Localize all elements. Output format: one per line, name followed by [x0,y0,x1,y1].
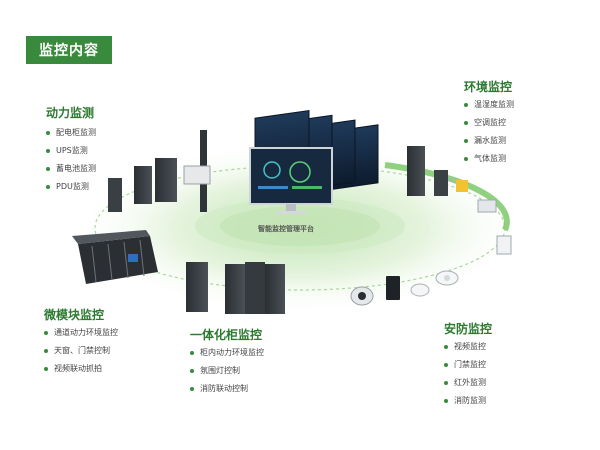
security-section-title: 安防监控 [444,322,493,336]
list-item: UPS监测 [46,142,96,160]
battery-unit [183,165,211,185]
cabinet-item-list: 柜内动力环境监控 氛围灯控制 消防联动控制 [190,344,264,398]
list-item: 通道动力环境监控 [44,324,118,342]
power-item-list: 配电柜监测 UPS监测 蓄电池监测 PDU监测 [46,124,96,196]
micro-section-title: 微模块监控 [44,308,105,322]
list-item: 天窗、门禁控制 [44,342,118,360]
list-item: 消防监测 [444,392,486,410]
monitor-screens [249,110,379,214]
list-item: 柜内动力环境监控 [190,344,264,362]
list-item: 空调监控 [464,114,514,132]
list-item: 漏水监测 [464,132,514,150]
list-item: 门禁监控 [444,356,486,374]
list-item: 视频联动抓拍 [44,360,118,378]
list-item: 红外监测 [444,374,486,392]
integrated-cabinets [186,262,285,314]
power-section-title: 动力监测 [46,106,95,120]
list-item: PDU监测 [46,178,96,196]
page-title: 监控内容 [26,36,112,64]
list-item: 气体监测 [464,150,514,168]
list-item: 蓄电池监测 [46,160,96,178]
infrared-sensor [410,283,430,297]
micro-module [72,230,158,284]
list-item: 配电柜监测 [46,124,96,142]
security-item-list: 视频监控 门禁监控 红外监测 消防监测 [444,338,486,410]
list-item: 消防联动控制 [190,380,264,398]
list-item: 氛围灯控制 [190,362,264,380]
micro-item-list: 通道动力环境监控 天窗、门禁控制 视频联动抓拍 [44,324,118,378]
env-section-title: 环境监控 [464,80,513,94]
cabinet-section-title: 一体化柜监控 [190,328,263,342]
temp-sensor [496,235,512,255]
access-terminal [386,276,400,300]
ups-unit [108,178,122,212]
list-item: 温湿度监测 [464,96,514,114]
list-item: 视频监控 [444,338,486,356]
air-conditioner [407,146,425,196]
platform-label: 智能监控管理平台 [258,225,314,233]
env-item-list: 温湿度监测 空调监控 漏水监测 气体监测 [464,96,514,168]
leak-sensor [456,180,468,192]
